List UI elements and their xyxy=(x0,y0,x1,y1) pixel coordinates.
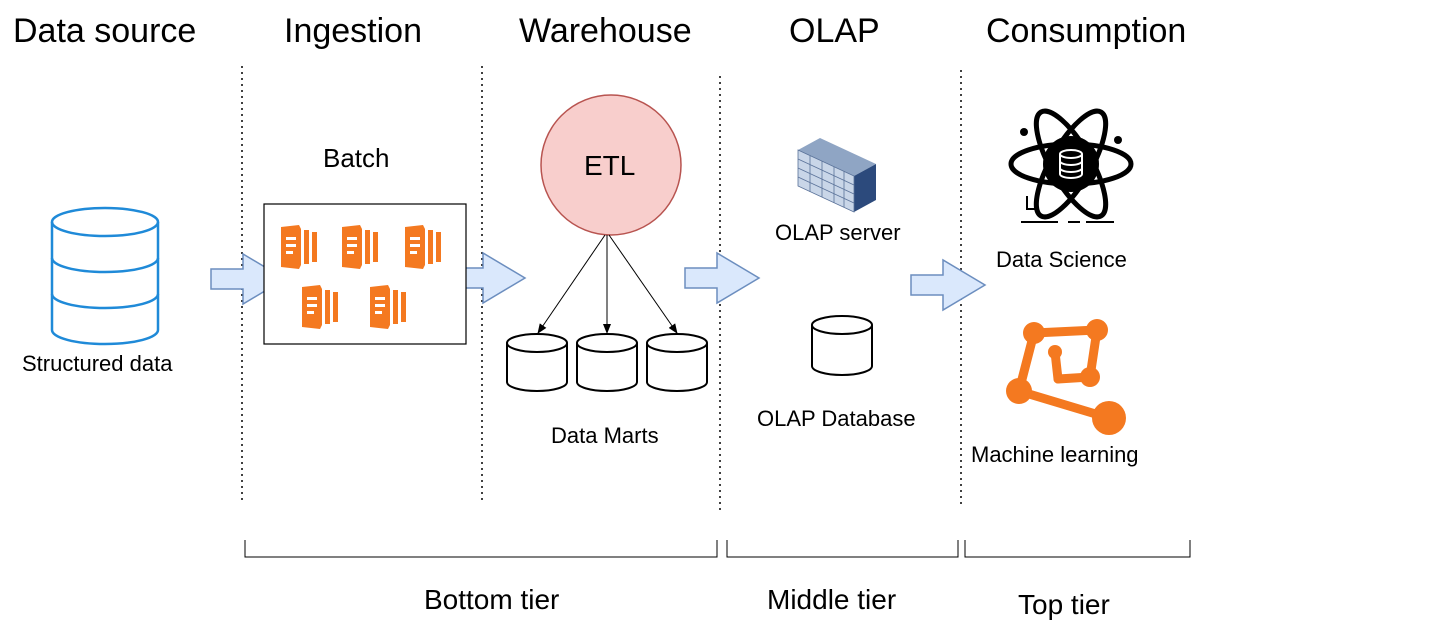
stage-heading-olap: OLAP xyxy=(789,12,880,50)
top-tier-bracket xyxy=(964,540,1191,558)
data-mart-icon xyxy=(576,333,638,392)
olap-server-icon xyxy=(797,138,876,213)
data-science-label: Data Science xyxy=(996,247,1127,272)
olap-database-icon xyxy=(811,315,873,376)
arrow-olap-to-consumption-icon xyxy=(910,258,987,312)
etl-label: ETL xyxy=(584,150,636,181)
olap-server-label: OLAP server xyxy=(775,220,901,245)
stage-heading-ingestion: Ingestion xyxy=(284,12,422,50)
stage-heading-warehouse: Warehouse xyxy=(519,12,692,50)
stage-heading-consumption: Consumption xyxy=(986,12,1187,50)
etl-node xyxy=(540,94,682,236)
etl-connectors xyxy=(537,234,678,334)
middle-tier-label: Middle tier xyxy=(767,584,897,615)
data-science-icon xyxy=(1008,108,1134,223)
top-tier-label: Top tier xyxy=(1018,589,1110,620)
data-mart-icon xyxy=(506,333,568,392)
bottom-tier-bracket xyxy=(244,540,718,558)
data-mart-icon xyxy=(646,333,708,392)
machine-learning-icon xyxy=(1006,319,1126,435)
batch-box xyxy=(263,203,467,345)
stage-heading-data-source: Data source xyxy=(13,12,197,50)
middle-tier-bracket xyxy=(726,540,959,558)
batch-label: Batch xyxy=(323,143,390,173)
data-marts-label: Data Marts xyxy=(551,423,659,448)
machine-learning-label: Machine learning xyxy=(971,442,1139,467)
olap-database-label: OLAP Database xyxy=(757,406,916,431)
structured-data-db-icon xyxy=(50,206,160,346)
structured-data-label: Structured data xyxy=(22,351,173,376)
arrow-warehouse-to-olap-icon xyxy=(684,251,761,305)
data-marts-icons xyxy=(506,333,708,392)
tier-brackets xyxy=(244,540,1191,558)
bottom-tier-label: Bottom tier xyxy=(424,584,560,615)
